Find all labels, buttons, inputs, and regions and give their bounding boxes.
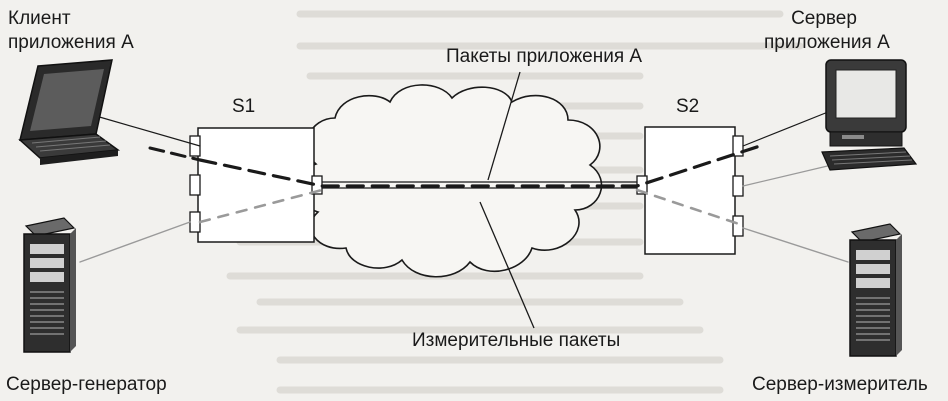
- switch-s2: [636, 126, 744, 255]
- measure-packets-flow: [79, 163, 849, 263]
- measure-packets-pointer: [479, 201, 535, 329]
- trunk-link: [322, 181, 637, 189]
- app-packets-label: Пакеты приложения А: [446, 46, 643, 67]
- server-label-line2: приложения А: [764, 32, 890, 53]
- s2-port-2: [732, 175, 744, 197]
- laptop-icon: [18, 59, 121, 165]
- s1-port-3: [189, 211, 201, 233]
- app-packets-flow: [95, 111, 829, 188]
- generator-label: Сервер-генератор: [6, 374, 167, 395]
- client-label-line1: Клиент: [8, 8, 71, 29]
- tower-server-icon: [23, 217, 76, 353]
- app-packets-pointer: [487, 71, 521, 181]
- switch-s1: [189, 127, 323, 243]
- network-cloud-icon: [296, 84, 603, 278]
- meter-label: Сервер-измеритель: [752, 374, 928, 395]
- client-label-line2: приложения А: [8, 32, 134, 53]
- server-label-line1: Сервер: [791, 8, 857, 29]
- s1-port-2: [189, 174, 201, 196]
- s2-port-3: [732, 215, 744, 237]
- callout-lines: [479, 71, 535, 329]
- measure-packets-label: Измерительные пакеты: [412, 330, 621, 351]
- desktop-computer-icon: [821, 59, 918, 171]
- tower-server-icon: [849, 223, 902, 357]
- switch-s2-label: S2: [676, 96, 700, 117]
- switch-s1-label: S1: [232, 96, 256, 117]
